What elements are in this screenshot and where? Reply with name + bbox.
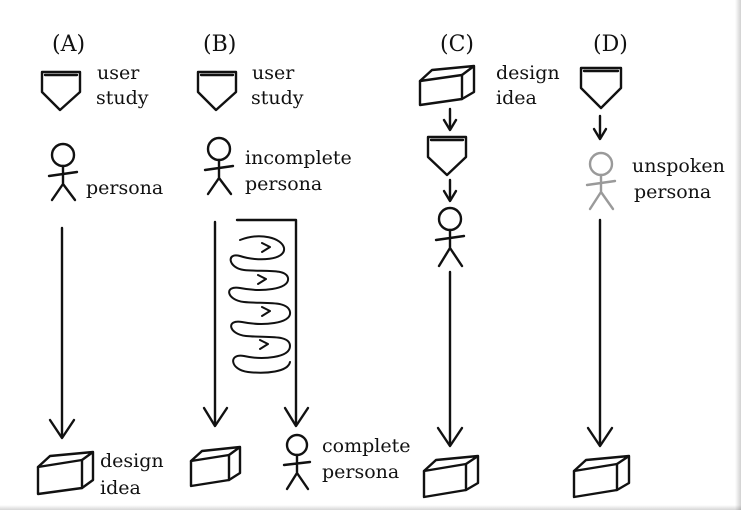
column-b-heading: (B)	[203, 32, 236, 57]
column-c-design-box-bottom-icon	[422, 454, 480, 499]
column-d-user-study-icon	[579, 66, 623, 110]
column-d-design-box-icon	[572, 454, 631, 499]
column-a-design-idea-box-icon	[36, 450, 95, 496]
column-b-incomplete-label: incomplete	[245, 147, 352, 169]
column-c-design-idea-box-icon	[418, 64, 476, 107]
column-c-arrow-1	[442, 107, 458, 132]
column-a-persona-icon	[47, 142, 79, 202]
column-a: (A) user study persona design idea	[36, 32, 164, 499]
column-b-complete-persona-icon	[282, 433, 312, 491]
column-d-persona-label: persona	[634, 181, 711, 203]
column-b-persona-label: persona	[245, 173, 322, 195]
frame-shadow-bottom	[0, 505, 741, 510]
column-b-left-arrow	[202, 220, 229, 428]
column-a-user-label: user	[97, 62, 140, 84]
column-a-heading: (A)	[52, 32, 85, 57]
column-d-heading: (D)	[593, 32, 628, 57]
column-b: (B) user study incomplete persona	[189, 32, 410, 491]
column-d-unspoken-label: unspoken	[632, 155, 725, 177]
column-d: (D) unspoken persona	[572, 32, 725, 499]
column-b-user-study-icon	[196, 70, 238, 112]
column-b-user-label: user	[252, 62, 295, 84]
column-b-incomplete-persona-icon	[203, 136, 235, 196]
column-b-complete-label: complete	[322, 435, 410, 457]
column-b-right-arrow	[235, 218, 310, 428]
column-a-persona-label: persona	[86, 177, 163, 199]
column-c-user-study-icon	[426, 135, 468, 177]
column-c-design-label: design	[496, 62, 560, 84]
column-c-heading: (C)	[440, 32, 474, 57]
column-a-idea-label: idea	[100, 477, 141, 499]
column-a-arrow	[48, 226, 76, 440]
column-c-idea-label: idea	[496, 87, 537, 109]
column-c: (C) design idea	[418, 32, 560, 499]
column-a-design-label: design	[100, 450, 164, 472]
column-d-unspoken-persona-icon	[585, 151, 617, 211]
column-b-study-label: study	[251, 87, 304, 109]
column-c-persona-icon	[434, 206, 466, 268]
column-b-design-idea-box-icon	[189, 445, 242, 488]
column-a-user-study-icon	[40, 70, 82, 112]
column-c-arrow-2	[442, 178, 458, 203]
column-d-long-arrow	[586, 218, 614, 448]
column-b-complete-persona-label: persona	[322, 461, 399, 483]
frame-shadow-right	[735, 0, 741, 510]
column-a-study-label: study	[96, 87, 149, 109]
column-d-arrow-1	[592, 114, 608, 141]
column-c-long-arrow	[436, 270, 464, 448]
column-b-iteration-loop	[228, 235, 291, 374]
column-b-loop-arrowheads	[257, 242, 271, 350]
